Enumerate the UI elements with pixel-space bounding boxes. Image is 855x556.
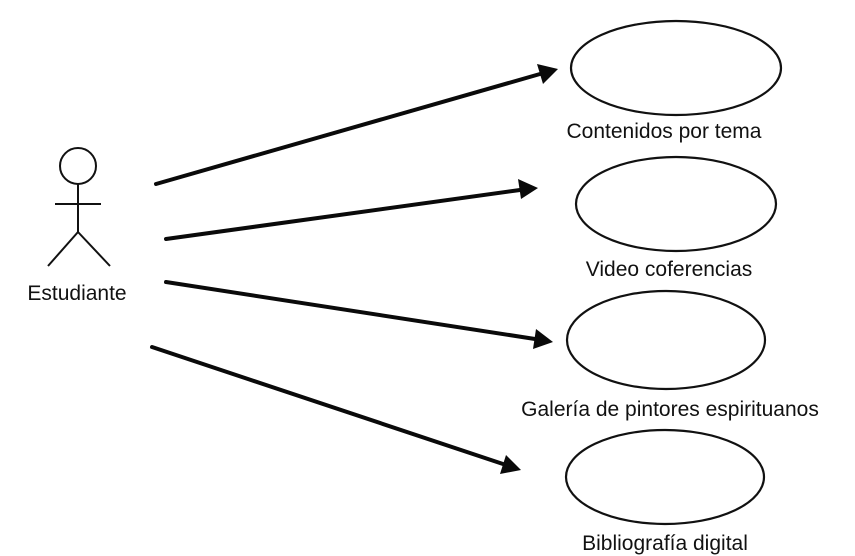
association-video xyxy=(164,179,538,241)
arrowhead-icon xyxy=(537,64,558,84)
association-bibliografia xyxy=(150,345,521,474)
association-galeria xyxy=(164,280,553,349)
use-case-label: Contenidos por tema xyxy=(567,120,762,143)
use-case-label: Bibliografía digital xyxy=(582,532,748,555)
actor-estudiante: Estudiante xyxy=(27,147,127,305)
actor-left-leg xyxy=(47,231,79,267)
use-case-video[interactable]: Video coferencias xyxy=(574,155,778,281)
use-case-ellipse xyxy=(565,289,767,391)
use-case-bibliografia[interactable]: Bibliografía digital xyxy=(564,428,766,555)
arrowhead-icon xyxy=(500,455,521,474)
use-case-contenidos[interactable]: Contenidos por tema xyxy=(567,19,783,143)
use-case-galeria[interactable]: Galería de pintores espirituanos xyxy=(521,289,819,421)
use-case-ellipse xyxy=(569,19,783,117)
association-arrows xyxy=(150,64,558,474)
actor-label: Estudiante xyxy=(27,282,126,305)
use-case-ellipse xyxy=(574,155,778,253)
use-case-label: Galería de pintores espirituanos xyxy=(521,398,819,421)
actor-right-leg xyxy=(77,231,111,267)
arrowhead-icon xyxy=(533,329,553,349)
use-case-ellipse xyxy=(564,428,766,526)
arrowhead-icon xyxy=(518,179,538,199)
actor-head xyxy=(59,147,97,185)
use-case-label: Video coferencias xyxy=(586,258,753,281)
association-contenidos xyxy=(154,64,558,186)
